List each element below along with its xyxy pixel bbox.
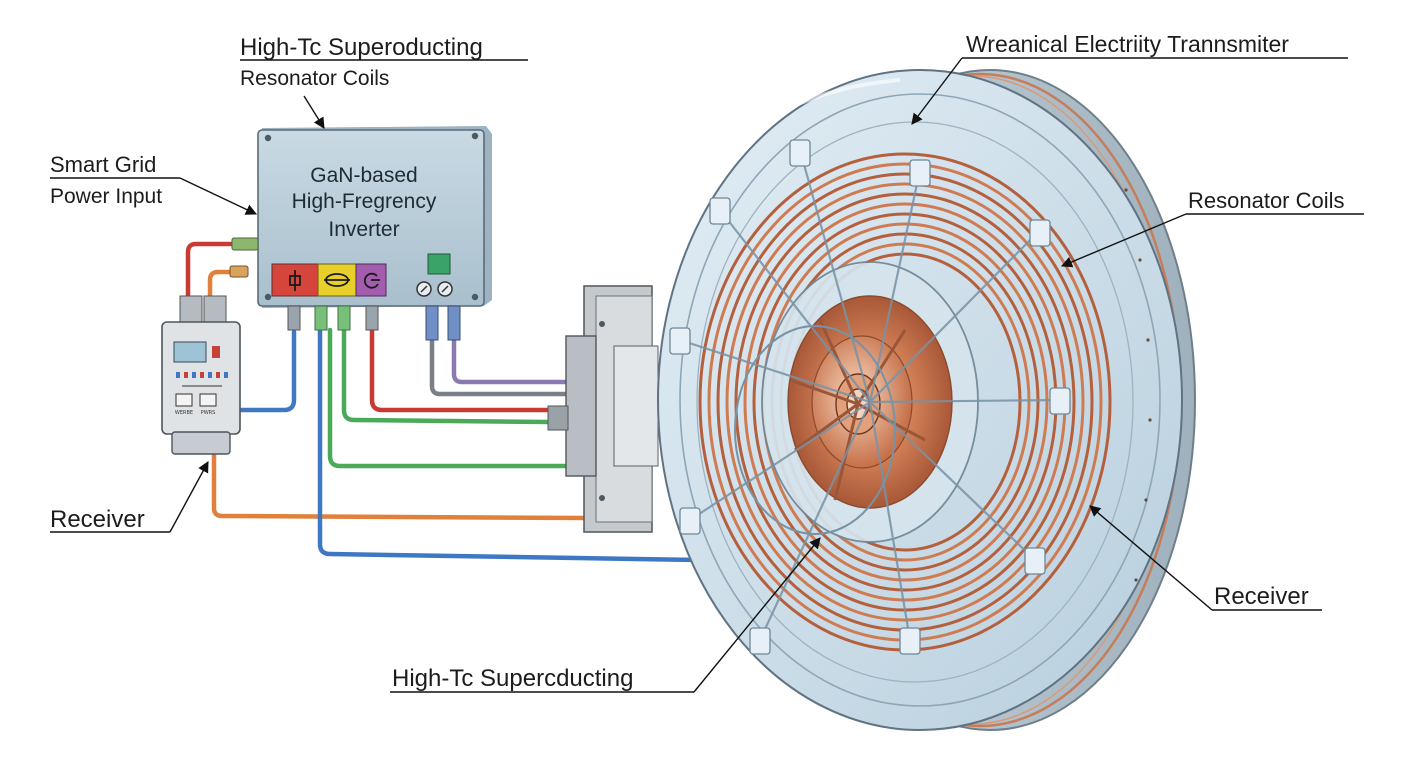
meter-indicator-dots [176,372,228,378]
meter-switch-label-2: PWRS [201,410,216,416]
inverter-box: GaN-based High-Fregrency Inverter [229,126,492,341]
receiver-right-label: Receiver [1214,583,1309,610]
transmitter-label: Wreanical Electriity Trannsmiter [966,31,1289,57]
power-meter: WERBE PWRS [161,295,241,455]
green-cable-2 [341,327,553,425]
hts-resonator-subtitle: Resonator Coils [240,67,389,90]
support-ribs [679,149,1061,641]
red-cable [369,327,553,413]
mount-bracket [547,285,659,533]
blue-meter-cable [237,329,297,413]
green-indicator-icon [427,253,451,275]
receiver-left-label: Receiver [50,506,145,533]
meter-display [173,341,207,363]
transmitter-disc [657,69,1196,731]
smart-grid-label-line2: Power Input [50,185,162,208]
orange-receiver-cable [211,452,588,521]
leader-lines [50,57,1364,693]
red-input-cable [185,241,243,303]
green-cable-1 [327,327,588,469]
switch-symbol-icon [289,270,301,291]
wave-symbol-icon [324,273,350,287]
meter-switch-label-1: WERBE [175,410,193,416]
gray-cable [429,337,571,397]
meter-switch-1 [175,393,193,407]
purple-cable [451,337,571,385]
inverter-label-line3: Inverter [328,218,399,241]
blue-transmit-cable [317,327,703,563]
orange-input-cable [207,269,246,303]
hts-resonator-title: High-Tc Superoducting [240,34,483,61]
hts-bottom-label: High-Tc Supercducting [392,665,633,692]
cable-group [185,241,703,563]
inverter-label-line1: GaN-based [310,164,417,187]
inverter-label-line2: High-Fregrency [292,190,437,213]
rotation-symbol-icon [363,272,380,289]
rib-clamps [669,139,1071,655]
meter-switch-2 [199,393,217,407]
smart-grid-label-line1: Smart Grid [50,152,156,177]
resonator-coils-right-label: Resonator Coils [1188,188,1345,213]
